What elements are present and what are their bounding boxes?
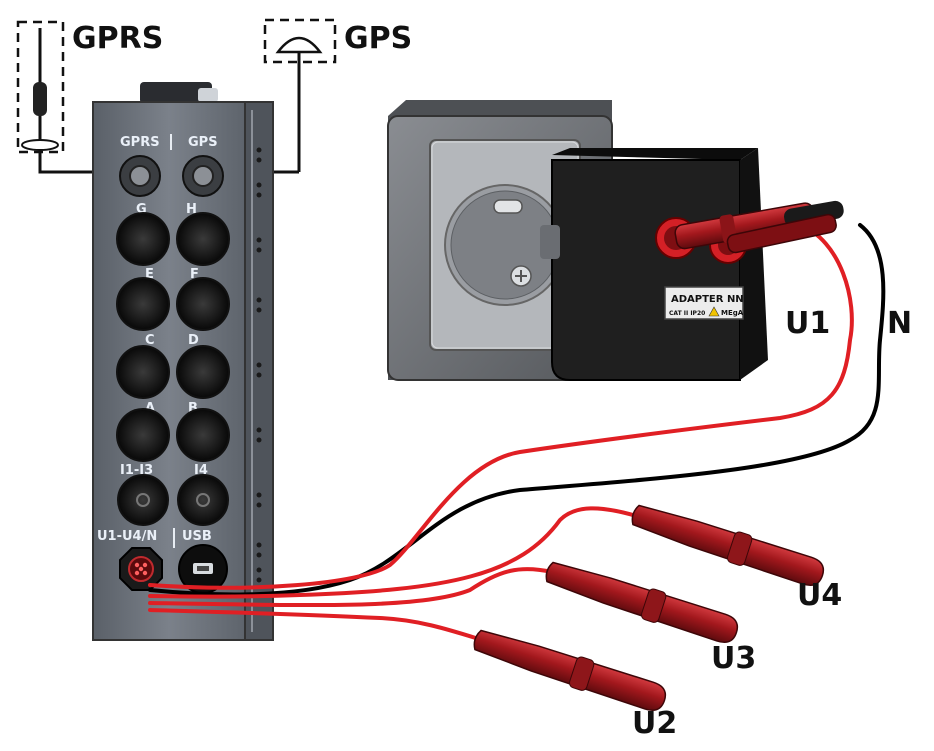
device-side-dot bbox=[256, 552, 262, 558]
device-side-dot bbox=[256, 492, 262, 498]
device-side-dot bbox=[256, 372, 262, 378]
device-side-dot bbox=[256, 567, 262, 573]
adapter-plugs bbox=[674, 200, 844, 254]
device-side-dot bbox=[256, 192, 262, 198]
adapter-name: ADAPTER NN bbox=[671, 294, 744, 305]
device-side-dot bbox=[256, 427, 262, 433]
device-side-dot bbox=[256, 362, 262, 368]
port-label-u1-u4-n: U1-U4/N bbox=[97, 529, 157, 544]
lead-label-u2: U2 bbox=[632, 706, 677, 741]
device-side-dot bbox=[256, 307, 262, 313]
port-label-f: F bbox=[190, 267, 199, 282]
lead-u4-wire bbox=[148, 506, 642, 599]
gprs-antenna: GPRS bbox=[16, 20, 163, 174]
lead-u1-wire bbox=[148, 223, 854, 590]
probe-u4 bbox=[631, 504, 825, 587]
gps-antenna: GPS bbox=[205, 18, 412, 174]
probe-u2 bbox=[473, 629, 667, 712]
lead-label-u3: U3 bbox=[711, 641, 756, 676]
adapter-brand: MEgA bbox=[721, 309, 744, 317]
port-label-h: H bbox=[186, 202, 197, 217]
device-side-dot bbox=[256, 577, 262, 583]
lead-label-u4: U4 bbox=[797, 578, 842, 613]
gprs-antenna-label: GPRS bbox=[72, 21, 163, 56]
adapter-label-plate bbox=[664, 286, 744, 320]
device-side-dot bbox=[256, 182, 262, 188]
device-side-dot bbox=[256, 502, 262, 508]
device-side-dot bbox=[256, 297, 262, 303]
jack-i1-i3 bbox=[117, 474, 169, 526]
jack-a bbox=[116, 408, 170, 462]
device-side-dot bbox=[256, 157, 262, 163]
gps-antenna-label: GPS bbox=[344, 21, 412, 56]
warning-icon bbox=[708, 306, 720, 317]
port-label-a: A bbox=[145, 401, 155, 416]
lead-n-wire bbox=[148, 223, 886, 597]
measurement-leads bbox=[148, 223, 886, 642]
port-label-usb: USB bbox=[182, 529, 212, 544]
adapter-nn: ADAPTER NN CAT II IP20 MEgA bbox=[540, 148, 768, 381]
probe-u3 bbox=[545, 561, 739, 644]
jack-g bbox=[116, 212, 170, 266]
lead-label-n: N bbox=[887, 306, 912, 341]
lead-u3-wire bbox=[148, 567, 554, 608]
device-side-dot bbox=[256, 437, 262, 443]
jack-f bbox=[176, 277, 230, 331]
jack-i4 bbox=[177, 474, 229, 526]
lead-u2-wire bbox=[148, 608, 484, 642]
port-label-gprs: GPRS bbox=[120, 135, 160, 150]
measuring-device: GPRS GPS G H E F C D A B I1-I3 I4 U1-U4/… bbox=[92, 82, 274, 641]
adapter-rating: CAT II IP20 bbox=[669, 310, 705, 317]
jack-b bbox=[176, 408, 230, 462]
device-side-dot bbox=[256, 542, 262, 548]
jack-c bbox=[116, 345, 170, 399]
device-side-dot bbox=[256, 237, 262, 243]
device-side-dot bbox=[256, 247, 262, 253]
jack-d bbox=[176, 345, 230, 399]
jack-e bbox=[116, 277, 170, 331]
device-side-dot bbox=[256, 147, 262, 153]
jack-h bbox=[176, 212, 230, 266]
port-label-g: G bbox=[136, 202, 147, 217]
port-label-gps: GPS bbox=[188, 135, 218, 150]
port-label-c: C bbox=[145, 333, 155, 348]
lead-label-u1: U1 bbox=[785, 306, 830, 341]
port-label-e: E bbox=[145, 267, 154, 282]
port-label-b: B bbox=[188, 401, 198, 416]
port-label-d: D bbox=[188, 333, 199, 348]
